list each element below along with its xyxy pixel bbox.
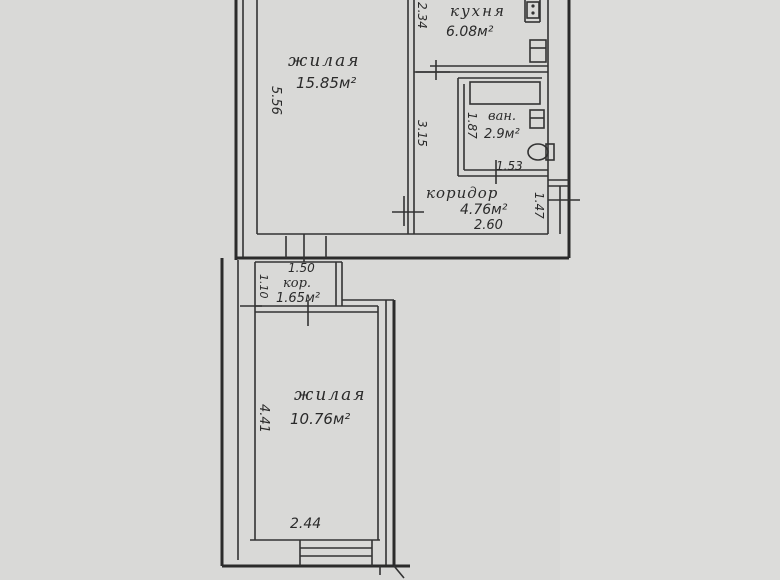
room-small-corridor: 1.50 кор. 1.65м² 1.10 xyxy=(257,261,320,306)
room-name: коридор xyxy=(426,184,498,202)
dim-bottom-label: 2.60 xyxy=(474,218,503,233)
dim-label: 4.41 xyxy=(256,404,271,433)
dim-bottom-label: 1.53 xyxy=(496,159,523,173)
dim-bottom-label: 2.44 xyxy=(290,516,321,532)
room-living-bottom: жилая 10.76м² 4.41 2.44 xyxy=(256,385,367,532)
room-corridor: коридор 4.76м² 2.60 1.47 xyxy=(426,184,546,233)
dim-label: 1.10 xyxy=(257,274,270,299)
dim-label: 1.87 xyxy=(465,112,479,139)
partition-dim-label: 3.15 xyxy=(415,120,429,147)
fixtures xyxy=(469,1,555,161)
room-bath: ван. 2.9м² 1.87 1.53 xyxy=(465,109,523,173)
outer-walls xyxy=(220,0,571,579)
dim-label: 2.34 xyxy=(415,2,429,29)
dim-label: 1.47 xyxy=(532,192,546,219)
room-name: кор. xyxy=(283,276,311,291)
dimension-ticks xyxy=(240,60,580,326)
dim-label: 5.56 xyxy=(268,86,283,115)
dim-top-label: 1.50 xyxy=(288,261,315,275)
room-name: кухня xyxy=(450,2,506,20)
room-kitchen: кухня 6.08м² 2.34 xyxy=(415,2,506,40)
room-name: жилая xyxy=(288,51,361,71)
room-name: ван. xyxy=(488,109,516,124)
room-name: жилая xyxy=(294,385,367,405)
room-area: 2.9м² xyxy=(484,127,520,142)
room-area: 10.76м² xyxy=(290,410,350,428)
room-area: 15.85м² xyxy=(296,74,356,92)
room-living-top: жилая 15.85м² 5.56 xyxy=(268,51,361,115)
room-area: 6.08м² xyxy=(446,24,494,40)
room-area: 1.65м² xyxy=(276,291,320,306)
room-area: 4.76м² xyxy=(460,202,508,218)
